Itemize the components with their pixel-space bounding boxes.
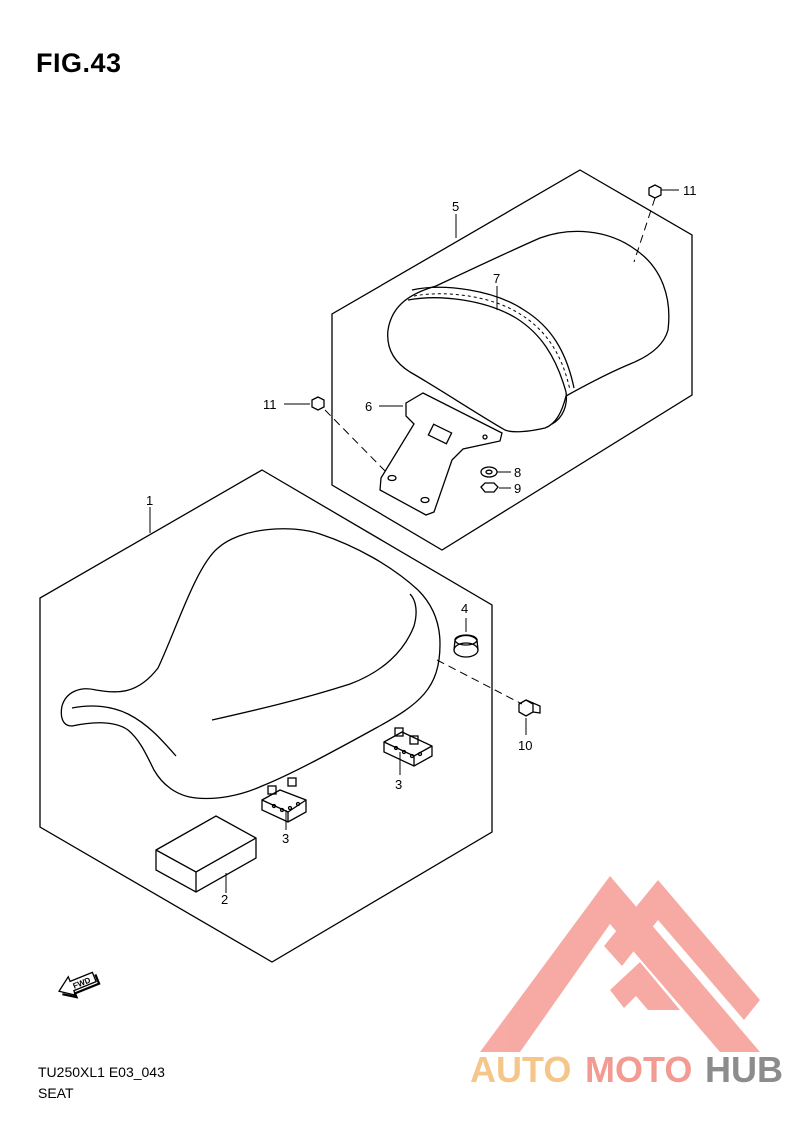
watermark-hub: HUB — [705, 1049, 783, 1090]
front-seat-frame — [39, 469, 493, 963]
callout-10: 10 — [518, 738, 532, 753]
bolt-10 — [518, 699, 541, 717]
figure-caption: SEAT — [38, 1085, 74, 1101]
clip-3-right — [383, 727, 433, 767]
fwd-arrow: FWD — [57, 971, 101, 999]
callout-4: 4 — [461, 601, 468, 616]
front-seat-group — [39, 469, 541, 963]
rear-seat-stitch-band — [407, 297, 567, 393]
rubber-cushion-4 — [453, 634, 479, 658]
assembly-lines — [324, 197, 656, 705]
watermark-moto: MOTO — [585, 1049, 692, 1090]
callout-6: 6 — [365, 399, 372, 414]
bolt-11-top — [648, 184, 662, 199]
callout-1: 1 — [146, 493, 153, 508]
clip-3-left — [261, 777, 307, 823]
front-seat-cushion — [60, 528, 441, 800]
callout-2: 2 — [221, 892, 228, 907]
watermark-text: AUTO MOTO HUB — [470, 1049, 783, 1090]
callout-3a: 3 — [282, 831, 289, 846]
callout-9: 9 — [514, 481, 521, 496]
callout-7: 7 — [493, 271, 500, 286]
watermark-logo — [480, 876, 760, 1052]
rear-seat-group — [311, 169, 693, 551]
nut-9 — [480, 482, 499, 493]
callout-11b: 11 — [263, 397, 277, 412]
rear-seat-cushion — [387, 230, 670, 433]
rear-seat-frame — [331, 169, 693, 551]
front-seat-seam — [71, 705, 177, 757]
model-code: TU250XL1 E03_043 — [38, 1064, 165, 1080]
washer-8 — [480, 466, 498, 478]
rear-seat-bracket — [379, 392, 503, 516]
figure-title: FIG.43 — [36, 48, 122, 78]
callout-3b: 3 — [395, 777, 402, 792]
foam-pad-2 — [155, 815, 257, 893]
callout-11a: 11 — [683, 183, 697, 198]
callout-8: 8 — [514, 465, 521, 480]
watermark-auto: AUTO — [470, 1049, 571, 1090]
callout-labels: 1 2 3 3 4 5 6 7 8 9 10 11 11 — [146, 183, 697, 907]
leader-lines — [149, 189, 679, 893]
callout-5: 5 — [452, 199, 459, 214]
bolt-11-left — [311, 396, 325, 411]
